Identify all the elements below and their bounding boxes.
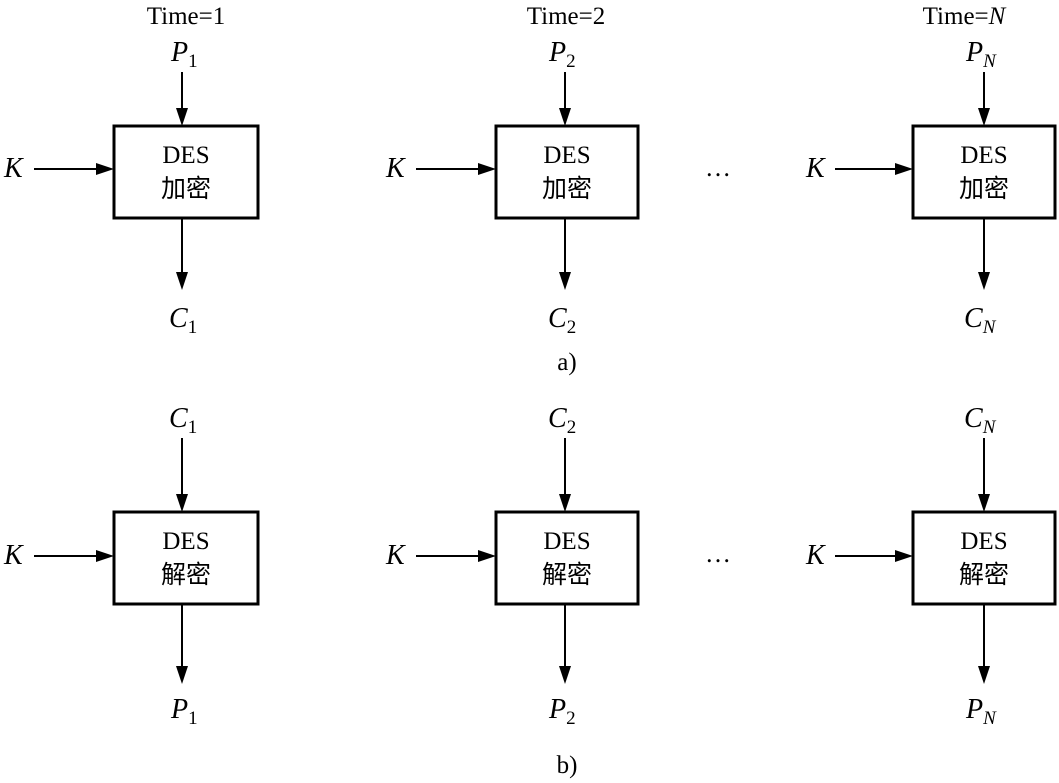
des-box-title: DES	[162, 142, 209, 169]
key-arrowhead	[895, 550, 913, 562]
des-box-operation: 解密	[542, 560, 592, 589]
key-label: K	[805, 153, 826, 184]
des-decrypt-box	[911, 510, 1057, 606]
input-arrowhead	[176, 108, 188, 126]
time-label-n: Time=N	[923, 3, 1007, 30]
key-arrowhead	[895, 163, 913, 175]
key-label: K	[385, 153, 406, 184]
encrypt-stage-2: P2 K DES 加密 C2	[385, 37, 640, 338]
encrypt-stage-n: PN K DES 加密 CN	[805, 37, 1057, 338]
des-box-operation: 加密	[959, 174, 1009, 203]
output-arrowhead	[176, 272, 188, 290]
des-box-title: DES	[543, 142, 590, 169]
des-box-title: DES	[543, 528, 590, 555]
decrypt-stage-2: C2 K DES 解密 P2	[385, 403, 640, 729]
input-arrowhead	[978, 108, 990, 126]
ciphertext-output-label: C2	[548, 303, 576, 338]
decrypt-stage-1: C1 K DES 解密 P1	[3, 403, 260, 729]
plaintext-output-label: P1	[170, 694, 198, 729]
des-box-operation: 解密	[959, 560, 1009, 589]
des-encrypt-box	[494, 124, 640, 220]
key-arrowhead	[96, 550, 114, 562]
ellipsis: …	[705, 539, 731, 568]
output-arrowhead	[978, 666, 990, 684]
input-arrowhead	[176, 494, 188, 512]
ciphertext-input-label: C1	[169, 403, 197, 438]
encrypt-stage-1: P1 K DES 加密 C1	[3, 37, 260, 338]
ciphertext-output-label: C1	[169, 303, 197, 338]
key-arrowhead	[96, 163, 114, 175]
output-arrowhead	[559, 666, 571, 684]
key-label: K	[3, 540, 24, 571]
des-box-title: DES	[960, 528, 1007, 555]
decrypt-stage-n: CN K DES 解密 PN	[805, 403, 1057, 729]
key-arrowhead	[478, 163, 496, 175]
input-arrowhead	[559, 108, 571, 126]
key-label: K	[805, 540, 826, 571]
output-arrowhead	[978, 272, 990, 290]
des-box-title: DES	[162, 528, 209, 555]
input-arrowhead	[559, 494, 571, 512]
des-decrypt-box	[494, 510, 640, 606]
ciphertext-input-label: CN	[964, 403, 997, 438]
time-label-2: Time=2	[527, 3, 605, 30]
des-encrypt-box	[112, 124, 260, 220]
des-decrypt-box	[112, 510, 260, 606]
plaintext-input-label: P1	[170, 37, 198, 72]
output-arrowhead	[559, 272, 571, 290]
time-label-1: Time=1	[147, 3, 225, 30]
des-encrypt-box	[911, 124, 1057, 220]
caption-b: b)	[557, 752, 578, 779]
input-arrowhead	[978, 494, 990, 512]
ciphertext-output-label: CN	[964, 303, 997, 338]
des-box-title: DES	[960, 142, 1007, 169]
key-label: K	[385, 540, 406, 571]
key-label: K	[3, 153, 24, 184]
caption-a: a)	[557, 349, 576, 376]
output-arrowhead	[176, 666, 188, 684]
plaintext-output-label: PN	[965, 694, 997, 729]
plaintext-output-label: P2	[548, 694, 576, 729]
plaintext-input-label: P2	[548, 37, 576, 72]
plaintext-input-label: PN	[965, 37, 997, 72]
key-arrowhead	[478, 550, 496, 562]
des-box-operation: 加密	[542, 174, 592, 203]
des-box-operation: 解密	[161, 560, 211, 589]
ciphertext-input-label: C2	[548, 403, 576, 438]
ellipsis: …	[705, 153, 731, 182]
des-box-operation: 加密	[161, 174, 211, 203]
